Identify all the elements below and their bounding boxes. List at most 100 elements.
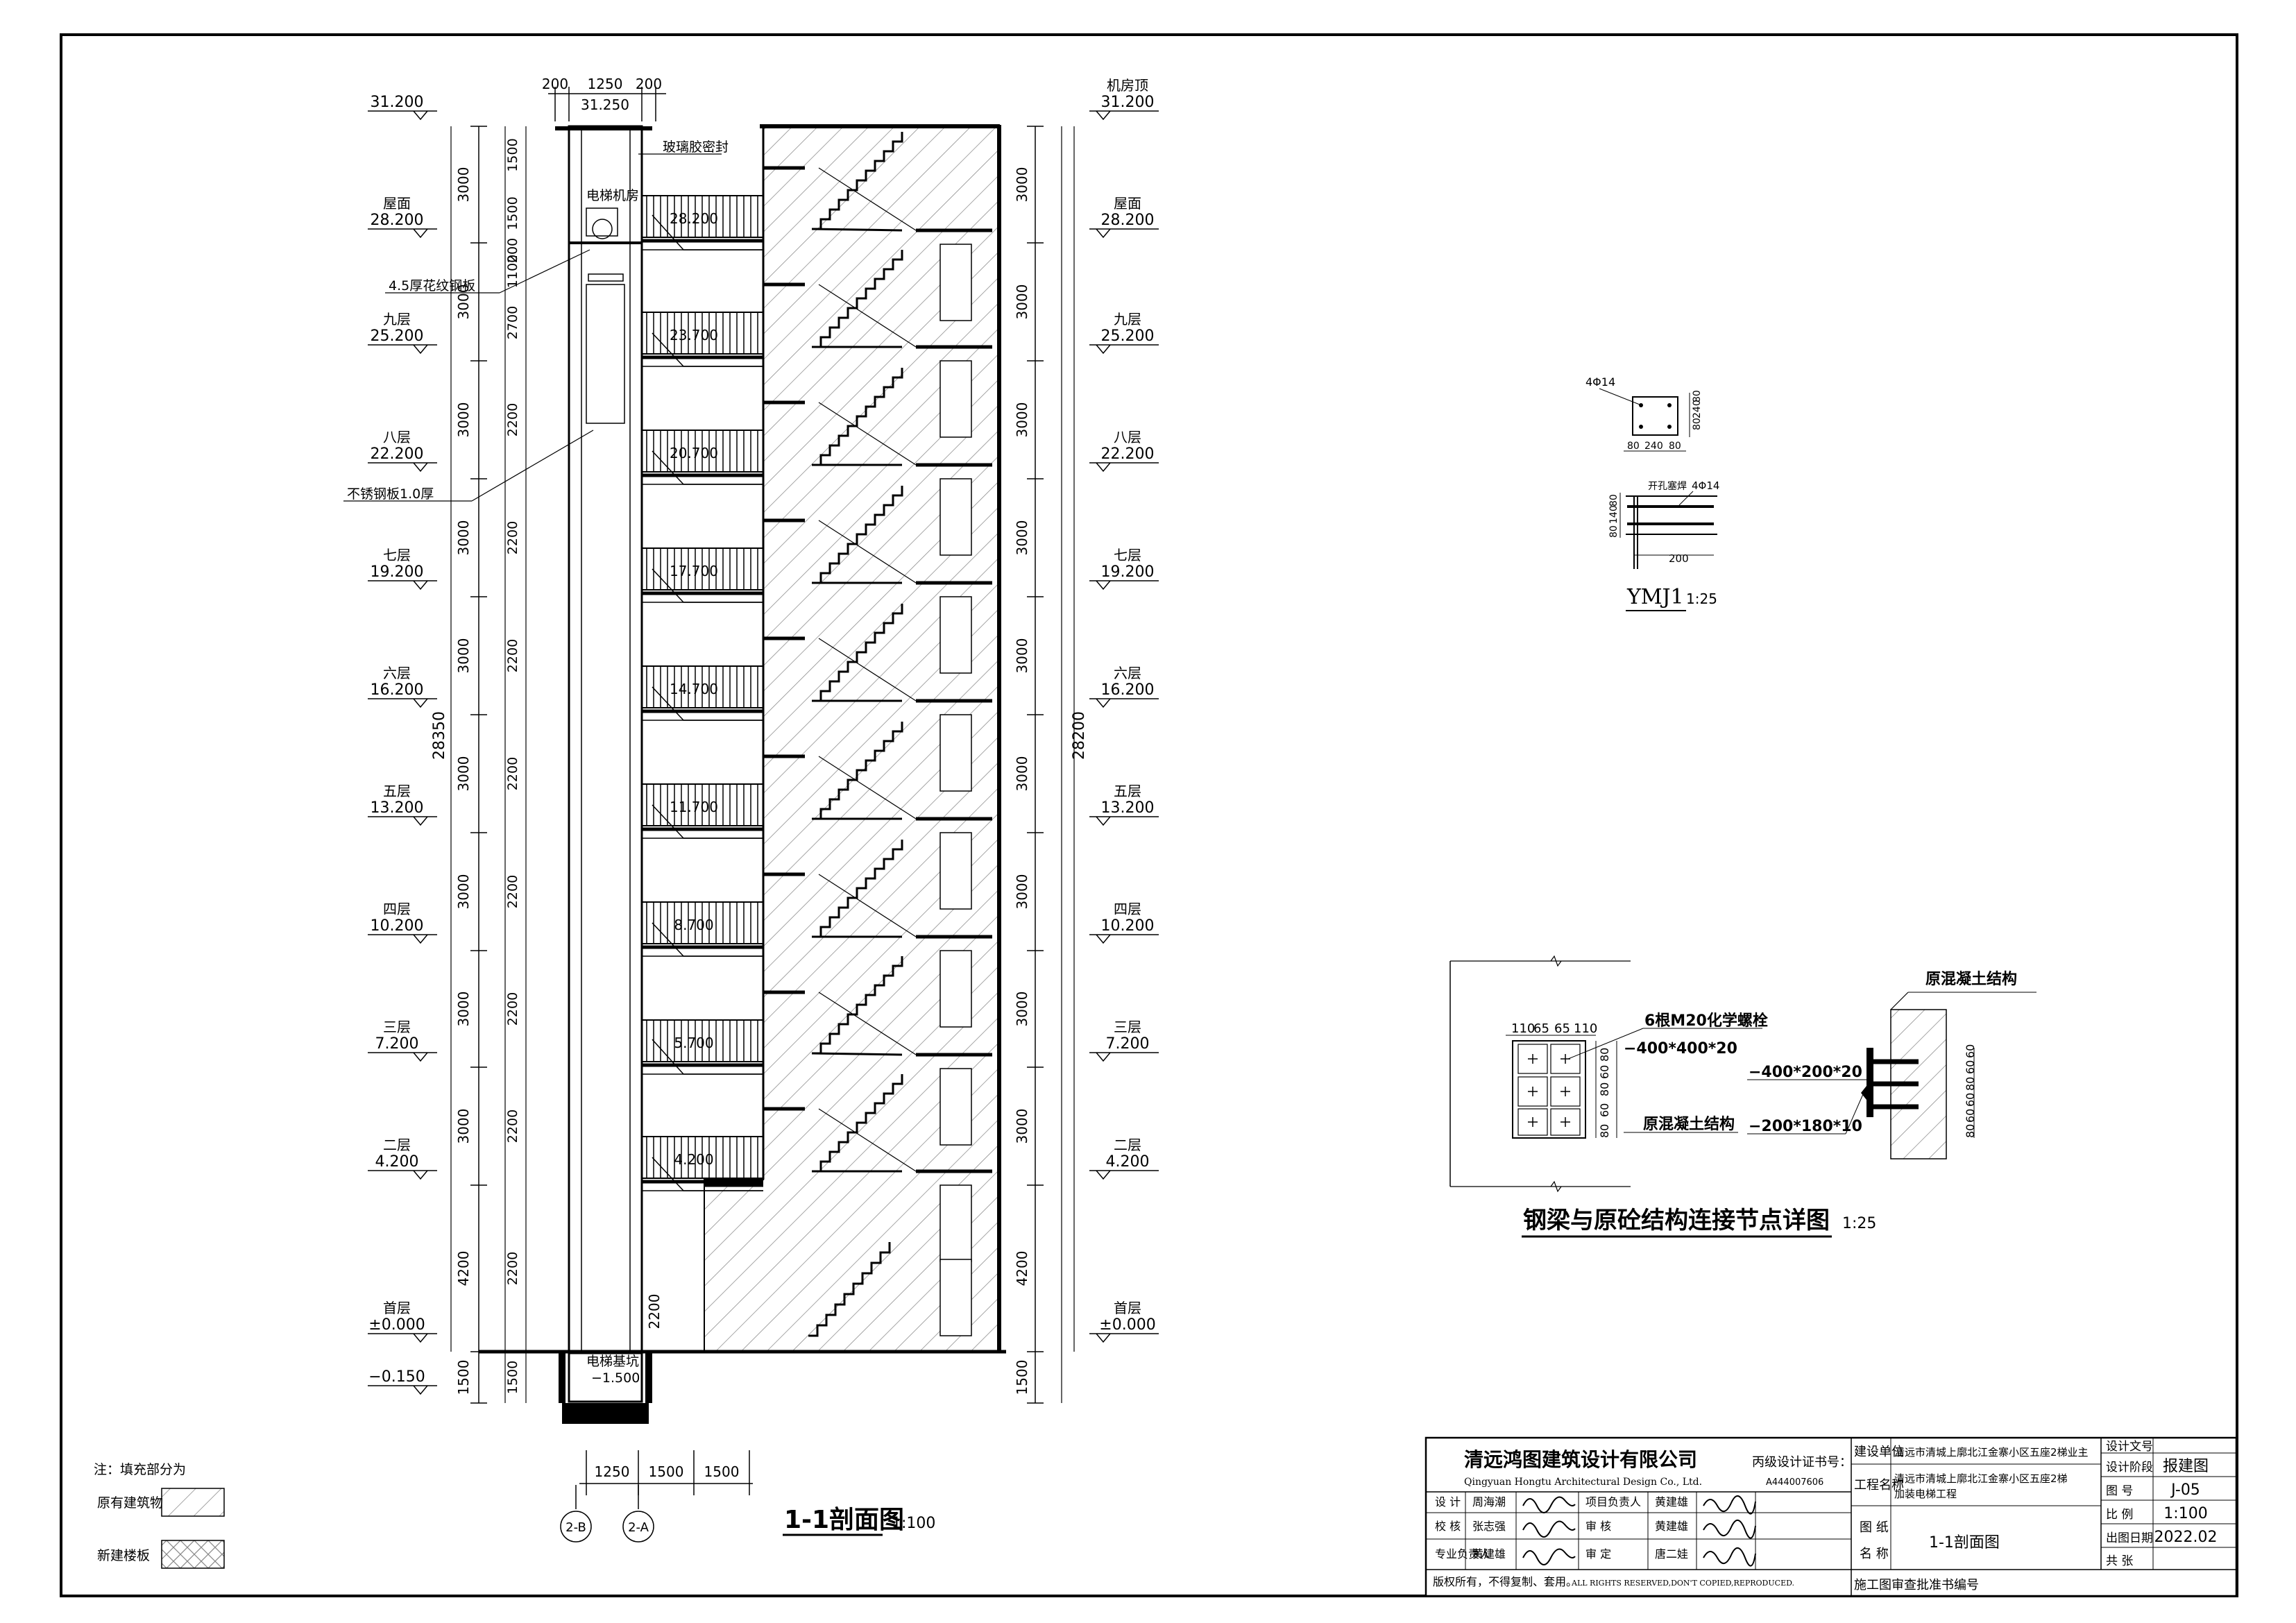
top-dimensions: 200 1250 200 31.250 (542, 76, 666, 121)
level-elevation: 4.200 (1106, 1153, 1150, 1171)
left-dimension-chain: 3000300030003000300030003000300030004200… (431, 126, 527, 1404)
floor-height-dim: 3000 (455, 638, 472, 674)
bottom-dim-2: 1500 (649, 1463, 684, 1480)
floor-height-dim: 3000 (1014, 520, 1030, 556)
landing-elevation: 23.700 (670, 327, 718, 343)
right-level-mark: 首层±0.000 (1089, 1300, 1159, 1343)
ymj-top-dim-3: 80 (1669, 441, 1681, 452)
level-name: 七层 (1114, 547, 1141, 563)
role2-name: 唐二娃 (1655, 1547, 1688, 1561)
landing-elevation: 20.700 (670, 445, 718, 461)
inner-dim: 1500 (505, 196, 520, 230)
company-name-en: Qingyuan Hongtu Architectural Design Co.… (1464, 1477, 1702, 1488)
floor-height-dim: 3000 (455, 167, 472, 203)
legend-new-swatch (161, 1540, 225, 1569)
right-level-mark: 二层4.200 (1089, 1137, 1159, 1180)
tb-right-label: 比 例 (2106, 1508, 2133, 1522)
role2-name: 黄建雄 (1655, 1495, 1688, 1509)
level-elevation: 28.200 (1101, 212, 1155, 229)
level-name: 八层 (1114, 429, 1141, 445)
bottom-dim-1: 1250 (595, 1463, 630, 1480)
floor-segment: 23.700 (641, 250, 992, 438)
right-level-marks: 机房顶31.200屋面28.200九层25.200八层22.200七层19.20… (1089, 77, 1159, 1343)
level-elevation: 7.200 (375, 1035, 419, 1053)
title-block-roles: 设 计周海潮项目负责人黄建雄校 核张志强审 核黄建雄专业负责人黄建雄审 定唐二娃 (1435, 1495, 1756, 1567)
role2-label: 审 核 (1585, 1520, 1611, 1533)
tb-right-label: 设计阶段 (2106, 1461, 2153, 1475)
node-title: 钢梁与原砼结构连接节点详图 (1523, 1207, 1830, 1234)
floor-segment: 11.700 (641, 722, 992, 910)
cert-label: 丙级设计证书号： (1752, 1455, 1852, 1470)
node-scale: 1:25 (1842, 1215, 1876, 1232)
legend-existing-swatch (161, 1488, 225, 1517)
role-label: 专业负责人 (1435, 1547, 1490, 1561)
level-name: 六层 (383, 665, 411, 681)
bottom-dim-3: 1500 (704, 1463, 740, 1480)
signature-mark (1522, 1548, 1576, 1565)
ymj-side-dim-2: 240 (1692, 400, 1703, 418)
tb-right-value: J-05 (2170, 1481, 2200, 1499)
project-label: 工程名称 (1854, 1478, 1904, 1493)
drawing-label-2: 名 称 (1860, 1547, 1889, 1561)
node-left-dim-2: 60 (1598, 1103, 1611, 1117)
section-labels: 玻璃胶密封 电梯机房 4.5厚花纹钢板 不锈钢板1.0厚 电梯基坑 −1.500… (343, 139, 729, 1386)
floor-height-dim: 3000 (455, 402, 472, 438)
inner-dim: 2200 (505, 875, 520, 908)
floor-height-dim: 1500 (455, 1360, 472, 1395)
node-top-dim-4: 110 (1574, 1021, 1597, 1036)
tb-right-value: 2022.02 (2154, 1529, 2218, 1546)
floor-height-dim: 3000 (1014, 638, 1030, 674)
ymj-hole-label: 开孔塞焊 (1648, 480, 1687, 492)
floor-segment: 14.700 (641, 604, 992, 792)
role-label: 设 计 (1435, 1495, 1461, 1509)
node-top-dim-1: 110 (1511, 1021, 1535, 1036)
role2-name: 黄建雄 (1655, 1520, 1688, 1533)
steel-plate-label: 不锈钢板1.0厚 (347, 486, 434, 502)
approval-label: 施工图审查批准书编号 (1854, 1578, 1979, 1592)
floor-height-dim: 3000 (455, 284, 472, 320)
drawing-name: 1-1剖面图 (1929, 1534, 2000, 1552)
level-elevation: ±0.000 (368, 1316, 425, 1334)
floor-height-dim: 3000 (455, 1109, 472, 1144)
node-left-dim-3: 80 (1598, 1082, 1611, 1096)
level-name: 四层 (1114, 901, 1141, 917)
cert-number: A444007606 (1766, 1477, 1823, 1488)
legend-note: 注：填充部分为 (94, 1462, 186, 1477)
inner-dims: 1500150020011002700220022002200220022002… (505, 126, 527, 1403)
node-right-dim-1: 80 (1964, 1124, 1977, 1138)
ymj-bottom-dim: 200 (1669, 552, 1689, 565)
inner-dim: 200 (505, 238, 520, 263)
floor-height-dim: 3000 (1014, 402, 1030, 438)
level-name: 屋面 (383, 195, 411, 212)
copyright-cn: 版权所有，不得复制、套用。 (1433, 1575, 1577, 1588)
node-right-dim-2: 60 (1964, 1109, 1977, 1123)
node-bolts-label: 6根M20化学螺栓 (1644, 1012, 1768, 1030)
level-name: 首层 (383, 1300, 411, 1316)
level-name: 六层 (1114, 665, 1141, 681)
level-elevation: 13.200 (371, 799, 424, 817)
node-left-dim-1: 80 (1598, 1124, 1611, 1138)
level-name: 二层 (383, 1137, 411, 1153)
floor-height-dim: 1500 (1014, 1360, 1030, 1395)
node-right-dim-3: 60 (1964, 1093, 1977, 1107)
ymj-side2-dim-3: 80 (1608, 494, 1619, 507)
tb-right-label: 图 号 (2106, 1484, 2133, 1498)
floor-height-dim: 3000 (455, 520, 472, 556)
connection-node-detail: 110 65 65 110 80 60 80 60 80 6根M20化学螺栓 −… (1449, 955, 2036, 1238)
ymj-side2-dim-2: 140 (1608, 505, 1619, 524)
axis-2b: 2-B (566, 1520, 586, 1535)
level-elevation: 7.200 (1106, 1035, 1150, 1053)
inner-dim: 2200 (505, 1110, 520, 1143)
inner-dim: 1500 (505, 138, 520, 171)
node-plate-2: −400*200*20 (1749, 1064, 1862, 1081)
legend-existing-label: 原有建筑物 (97, 1495, 163, 1511)
level-elevation: 13.200 (1101, 799, 1155, 817)
ymj1-detail: 4Φ14 80 240 80 80 240 80 开孔塞焊 4Φ14 80 14… (1585, 375, 1719, 611)
